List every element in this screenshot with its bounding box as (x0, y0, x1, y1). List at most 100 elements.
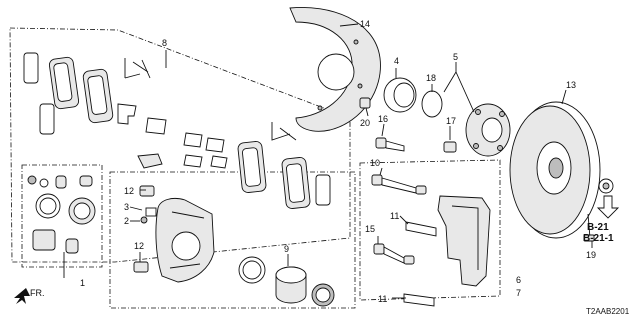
front-label: FR. (30, 288, 45, 298)
caliper-assembly (133, 185, 335, 307)
guide-pin-head (371, 174, 383, 186)
boot-cap (39, 178, 49, 188)
caliper-edge (169, 211, 205, 269)
callout-3: 3 (124, 202, 129, 212)
brake-disc (509, 101, 620, 242)
callout-7: 7 (516, 288, 521, 298)
guide-pin (383, 246, 405, 264)
pin-boot (65, 238, 79, 254)
callout-12-lower: 12 (134, 241, 144, 251)
callout-labels: 1 2 3 4 5 6 7 8 9 10 11 11 12 12 13 14 1… (80, 19, 596, 304)
seal-kit-outline (21, 164, 103, 268)
disc-center-bore (548, 157, 564, 179)
caliper-seal-kit (27, 175, 96, 254)
piston-seal-inner (39, 197, 57, 215)
front-direction: FR. (14, 288, 45, 304)
callout-18: 18 (426, 73, 436, 83)
callout-12-upper: 12 (124, 186, 134, 196)
pad-backing (53, 62, 73, 102)
pad-shim (39, 103, 55, 135)
shield-rivet (353, 39, 359, 45)
hub-components (359, 77, 511, 157)
shield-bolt (359, 97, 371, 109)
pin-boot (403, 255, 415, 265)
callout-1: 1 (80, 278, 85, 288)
pad-clip (205, 137, 225, 153)
pin-boot (55, 175, 67, 189)
caliper-bracket-outline (359, 159, 501, 301)
reference-b21-1[interactable]: B-21-1 (583, 233, 614, 244)
leader-13 (561, 89, 567, 105)
splash-shield-body (289, 6, 381, 132)
leader-3 (129, 206, 143, 211)
callout-10: 10 (370, 158, 380, 168)
pad-shim (315, 174, 331, 206)
hub-nut-center (602, 182, 610, 190)
callout-8: 8 (162, 38, 167, 48)
callout-16: 16 (378, 114, 388, 124)
callout-9: 9 (284, 244, 289, 254)
guide-pin-head (373, 243, 385, 255)
reference-b21[interactable]: B-21 (587, 222, 609, 233)
piston-seal-inner (242, 260, 262, 280)
leader-14 (339, 23, 359, 27)
guide-pin (385, 140, 405, 152)
callout-11-upper: 11 (390, 211, 399, 221)
callout-5: 5 (453, 52, 458, 62)
hub-bolt (443, 141, 457, 153)
hub-stud (497, 145, 503, 151)
leader-16 (381, 123, 385, 137)
pad-clip (183, 132, 203, 148)
reference-arrow-icon (596, 195, 620, 219)
shim-plate (137, 153, 163, 169)
callout-20: 20 (360, 118, 370, 128)
shield-rivet (357, 83, 363, 89)
callout-2: 2 (124, 216, 129, 226)
caliper-bracket-assembly (371, 137, 491, 307)
leader-11a (399, 215, 409, 225)
boot-cap (27, 175, 37, 185)
hub-stud (475, 109, 481, 115)
diagram-code: T2AAB2201 (586, 307, 630, 316)
shield-hole (317, 53, 355, 91)
guide-pin-head (375, 137, 387, 149)
pad-backing (87, 75, 108, 115)
callout-6: 6 (516, 275, 521, 285)
pad-clip (210, 155, 228, 169)
caliper-bolt (139, 185, 155, 197)
guide-pin (381, 177, 417, 194)
brake-pad-set (23, 52, 331, 209)
snap-ring (421, 90, 443, 118)
callout-13: 13 (566, 80, 576, 90)
callout-11-lower: 11 (378, 294, 387, 304)
hub-stud (473, 143, 479, 149)
leader-10 (379, 167, 383, 176)
leader-5 (443, 62, 475, 113)
caliper-outline (109, 171, 356, 309)
pad-clip (145, 117, 167, 135)
caliper-bolt (133, 261, 149, 273)
caliper-bracket (437, 195, 491, 287)
callout-17: 17 (446, 116, 456, 126)
splash-shield (289, 6, 381, 132)
pad-spring (141, 59, 151, 79)
pad-spring (271, 122, 297, 141)
callout-4: 4 (394, 56, 399, 66)
bleeder-cap (140, 216, 148, 224)
pad-clip (183, 154, 203, 168)
piston-boot-inner (315, 287, 331, 303)
piston-face (275, 266, 307, 284)
shield-rivet (317, 105, 323, 111)
callout-14: 14 (360, 19, 370, 29)
callout-19: 19 (586, 250, 596, 260)
bleeder-screw (145, 207, 157, 217)
pad-spring (124, 58, 149, 79)
hub-center (481, 117, 503, 143)
hub-stud (499, 111, 505, 117)
disc-screw-head (583, 234, 595, 242)
pad-retainer (405, 221, 437, 237)
bracket-edge (451, 205, 479, 270)
pin-boot (79, 175, 93, 187)
grease-packet (32, 229, 56, 251)
